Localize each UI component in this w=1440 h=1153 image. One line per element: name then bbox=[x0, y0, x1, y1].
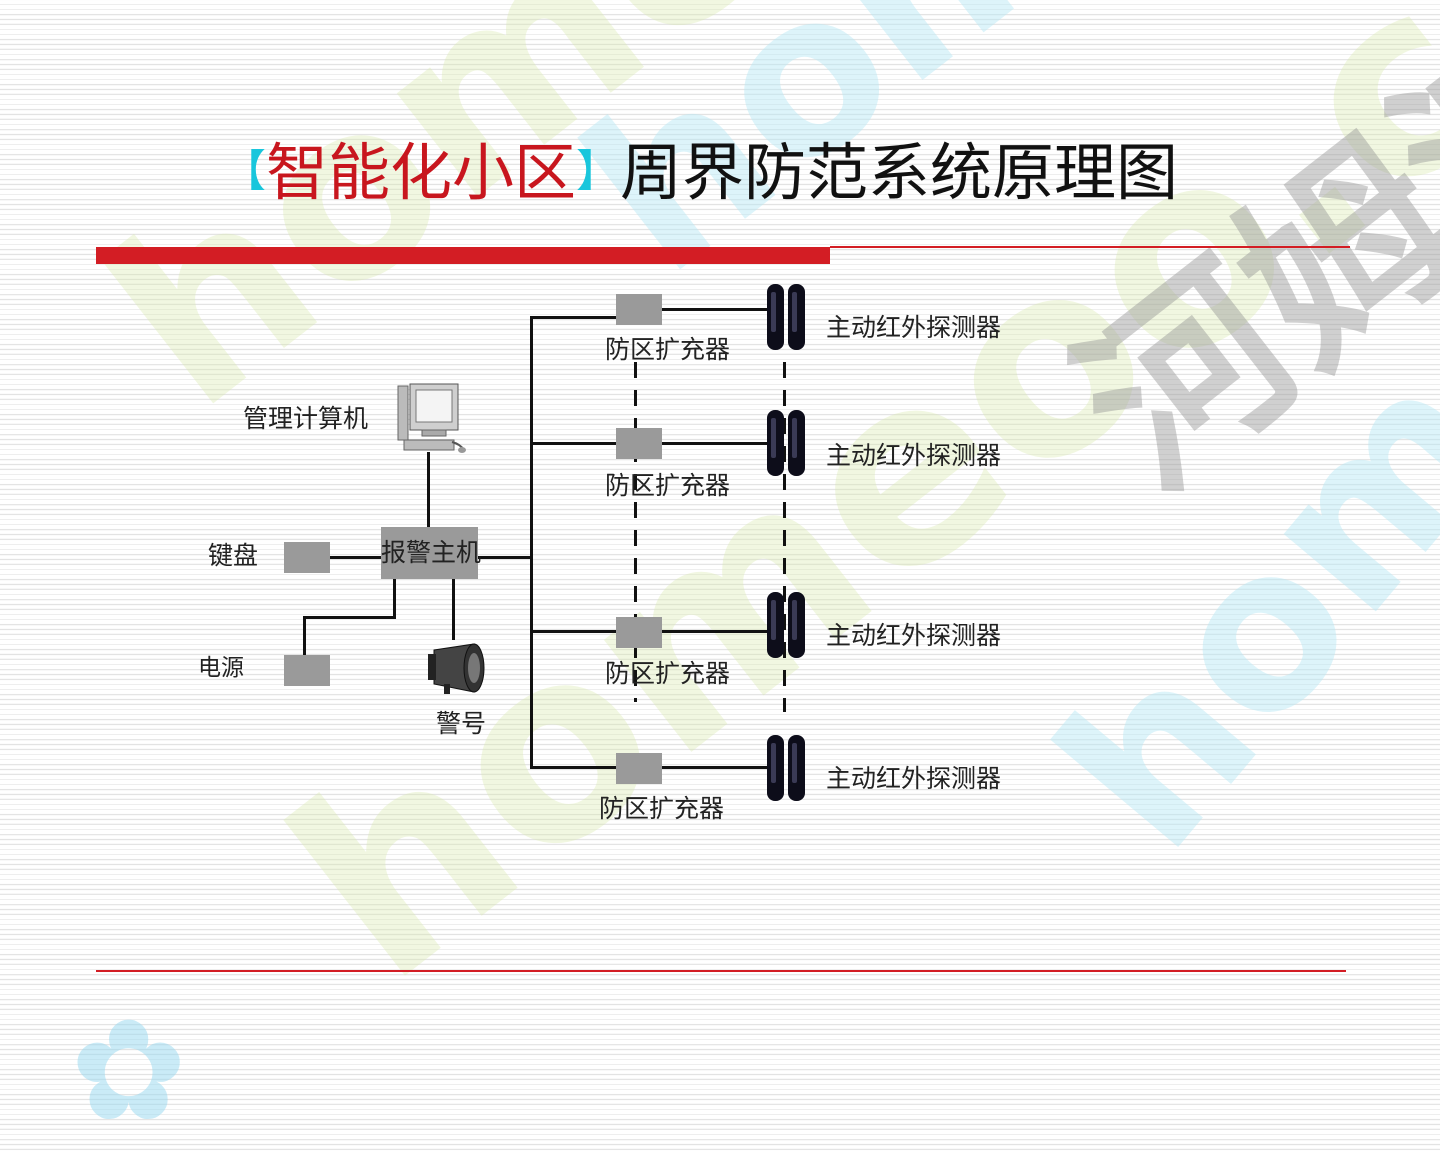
detector-label: 主动红外探测器 bbox=[826, 441, 1002, 470]
watermark-brand: 河姆渡 bbox=[1038, 0, 1440, 531]
infrared-detector-icon bbox=[767, 284, 805, 350]
expander-label: 防区扩充器 bbox=[605, 471, 731, 500]
watermark-text: homeoo.com bbox=[60, 0, 1440, 461]
wire-expander-detector bbox=[660, 442, 768, 445]
computer-icon bbox=[397, 383, 466, 453]
alarm-host: 报警主机 bbox=[381, 527, 482, 579]
wire-expander-detector bbox=[660, 630, 768, 633]
siren-icon bbox=[428, 643, 485, 694]
dashed-continuation-line bbox=[783, 362, 786, 712]
detector-label: 主动红外探测器 bbox=[826, 313, 1002, 342]
dashed-continuation-line bbox=[634, 362, 637, 702]
wire-expander-detector bbox=[660, 308, 768, 311]
infrared-detector-icon bbox=[767, 592, 805, 658]
wire-computer-host bbox=[427, 452, 430, 528]
detector-label: 主动红外探测器 bbox=[826, 764, 1002, 793]
expander-label: 防区扩充器 bbox=[605, 659, 731, 688]
bus-line bbox=[530, 316, 533, 769]
wire-bus-expander bbox=[530, 630, 616, 633]
title-underline-thick bbox=[96, 247, 830, 264]
detector-label: 主动红外探测器 bbox=[826, 621, 1002, 650]
keyboard-label: 键盘 bbox=[208, 541, 259, 570]
infrared-detector-icon bbox=[767, 735, 805, 801]
siren-label: 警号 bbox=[436, 709, 487, 738]
title-main: 周界防范系统原理图 bbox=[620, 136, 1179, 209]
wire-bus-expander bbox=[530, 316, 616, 319]
expander-box bbox=[616, 428, 662, 459]
title-bracket-left: 【 bbox=[222, 146, 266, 197]
page-title: 【智能化小区】周界防范系统原理图 bbox=[222, 142, 1178, 204]
alarm-host-label: 报警主机 bbox=[381, 538, 482, 567]
title-underline-thin bbox=[830, 246, 1350, 248]
expander-box bbox=[616, 753, 662, 784]
wire-host-bus bbox=[478, 556, 532, 559]
wire-expander-detector bbox=[660, 766, 768, 769]
infrared-detector-icon bbox=[767, 410, 805, 476]
wire-power-host bbox=[303, 616, 396, 619]
watermark-text: homeoo.com bbox=[1010, 0, 1440, 895]
power-label: 电源 bbox=[198, 655, 244, 681]
title-bracket-right: 】 bbox=[576, 146, 621, 197]
wire-keyboard-host bbox=[330, 556, 382, 559]
keyboard-box bbox=[284, 542, 330, 573]
expander-box bbox=[616, 294, 662, 325]
expander-label: 防区扩充器 bbox=[599, 794, 725, 823]
wire-bus-expander bbox=[530, 766, 616, 769]
wire-power-host bbox=[303, 616, 306, 656]
wire-power-host bbox=[393, 578, 396, 618]
footer-divider bbox=[96, 970, 1346, 972]
expander-box bbox=[616, 617, 662, 648]
wire-bus-expander bbox=[530, 442, 616, 445]
expander-label: 防区扩充器 bbox=[605, 335, 731, 364]
computer-label: 管理计算机 bbox=[243, 404, 369, 433]
watermark-flower-icon: ✿ bbox=[70, 990, 188, 1153]
title-highlight: 智能化小区 bbox=[266, 136, 577, 209]
wire-siren-host bbox=[452, 578, 455, 640]
power-box bbox=[284, 655, 330, 686]
